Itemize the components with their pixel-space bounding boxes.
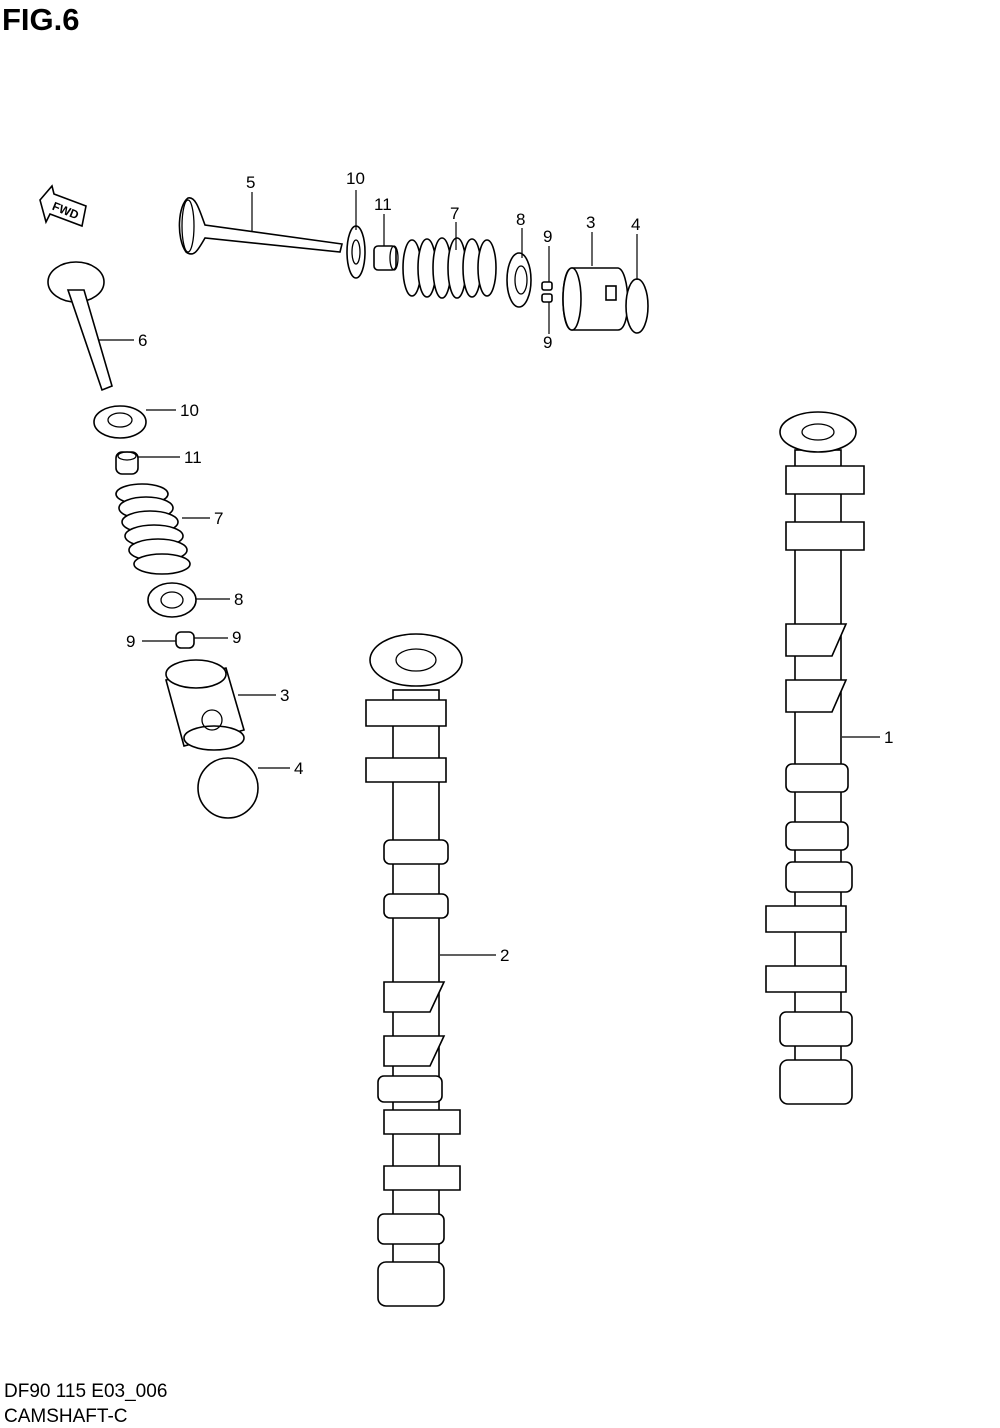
shim-4-top [625, 278, 649, 334]
figure-title: FIG.6 [2, 2, 80, 37]
callout-camshaft-1: 1 [884, 728, 893, 747]
figure-caption: CAMSHAFT-C [4, 1406, 128, 1427]
callout-left-4: 4 [294, 759, 303, 778]
stem-seal-11-left [115, 451, 139, 475]
tappet-3-top [562, 267, 629, 331]
valve-spring-7-top [402, 237, 497, 299]
callout-top-4: 4 [631, 215, 640, 234]
stem-seal-11-top [373, 245, 399, 271]
valve-5 [178, 197, 343, 255]
leader-lines [98, 190, 880, 956]
left-valve-assembly [47, 261, 259, 819]
callout-top-11: 11 [374, 195, 392, 214]
callout-left-8: 8 [234, 590, 243, 609]
callout-left-3: 3 [280, 686, 289, 705]
callout-top-3: 3 [586, 213, 595, 232]
camshaft-1 [765, 411, 865, 1105]
retainer-10-top [346, 225, 366, 279]
spring-retainer-8-left [147, 582, 197, 618]
callout-left-10: 10 [180, 401, 199, 420]
callout-top-9a: 9 [543, 227, 552, 246]
camshaft-2 [365, 633, 463, 1307]
retainer-10-left [93, 405, 147, 439]
tappet-3-left [165, 659, 245, 751]
callout-top-10: 10 [346, 169, 365, 188]
cotters-9-top [541, 281, 553, 303]
callout-top-5: 5 [246, 173, 255, 192]
figure-code: DF90 115 E03_006 [4, 1381, 168, 1402]
callout-labels: 5 10 11 7 8 9 3 4 9 6 10 11 7 8 9 9 3 4 … [126, 169, 893, 965]
callout-camshaft-2: 2 [500, 946, 509, 965]
valve-6 [47, 261, 113, 392]
fwd-arrow-icon: FWD [39, 184, 87, 228]
cotters-9-left [175, 631, 195, 649]
top-valve-assembly [178, 197, 649, 334]
callout-left-9b: 9 [232, 628, 241, 647]
callout-left-11: 11 [184, 448, 202, 467]
callout-left-7: 7 [214, 509, 223, 528]
callout-left-6: 6 [138, 331, 147, 350]
spring-retainer-8-top [506, 252, 532, 308]
callout-top-7: 7 [450, 204, 459, 223]
callout-left-9a: 9 [126, 632, 135, 651]
callout-top-9b: 9 [543, 333, 552, 352]
callout-top-8: 8 [516, 210, 525, 229]
shim-4-left [197, 757, 259, 819]
valve-spring-7-left [115, 483, 191, 575]
